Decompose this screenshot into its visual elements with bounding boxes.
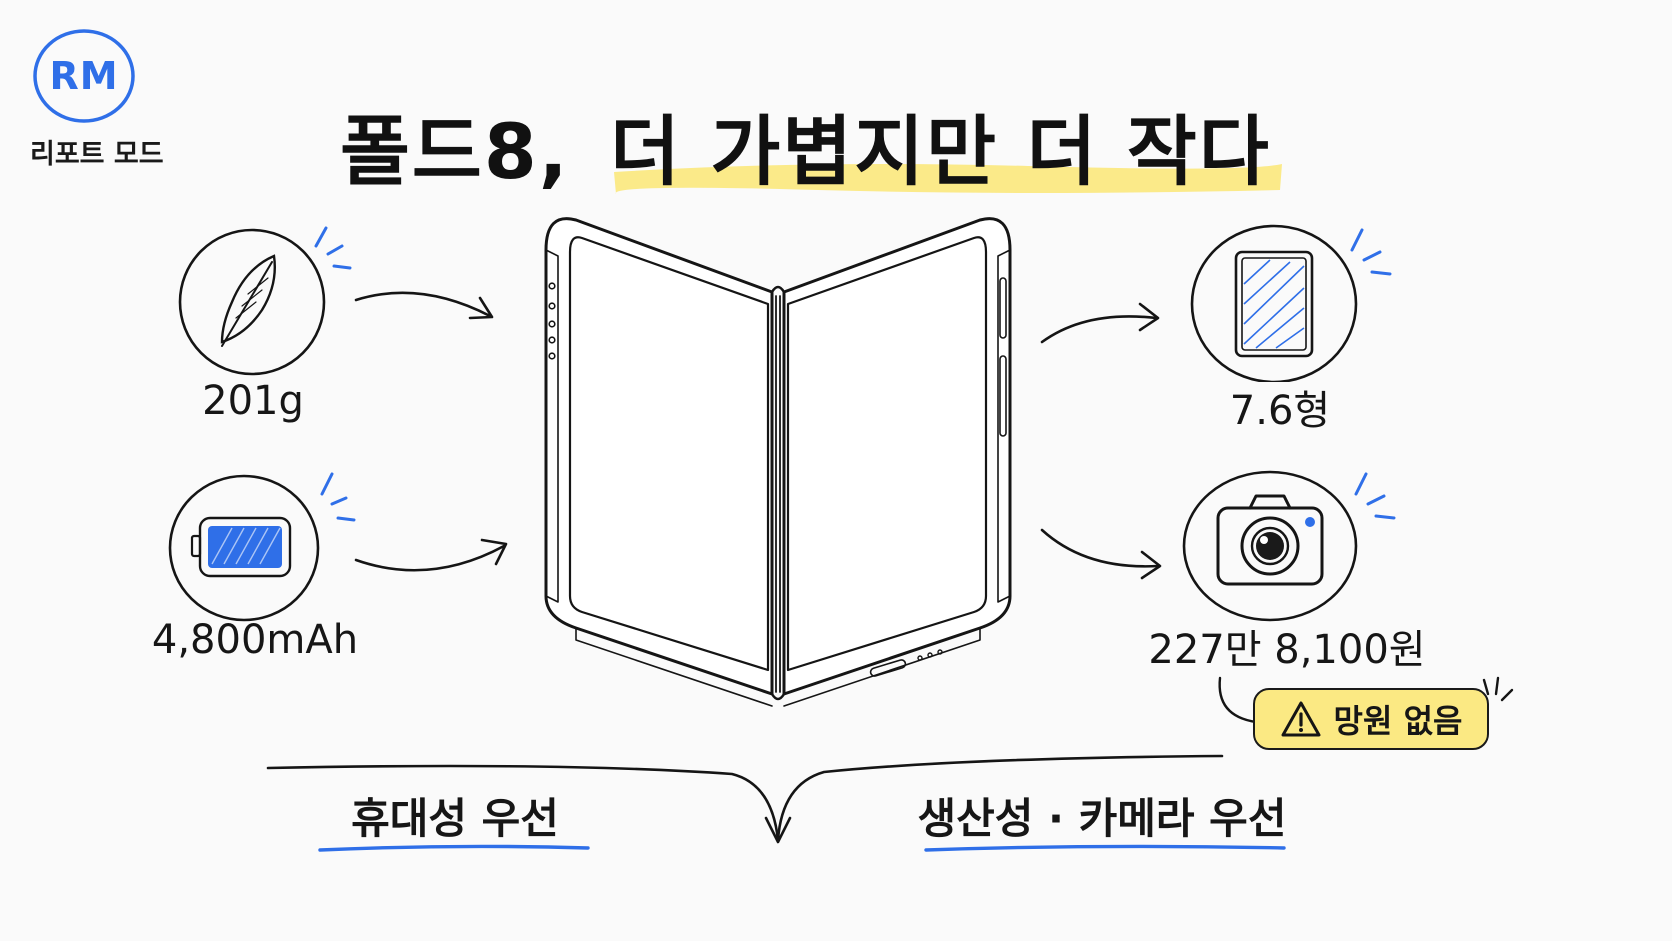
page-title: 폴드8, 더 가볍지만 더 작다 <box>340 72 1340 202</box>
warning-badge: 망원 없음 <box>1253 688 1489 750</box>
feather-icon <box>178 226 352 376</box>
productivity-camera-label: 생산성 · 카메라 우선 <box>917 794 1287 843</box>
warning-connector <box>1218 676 1514 724</box>
logo-text: RM <box>49 54 119 98</box>
weight-value: 201g <box>202 378 304 424</box>
battery-icon <box>168 472 356 622</box>
price-value: 227만 8,100원 <box>1148 627 1426 673</box>
arrow-battery <box>354 538 508 572</box>
mode-label: 리포트 모드 <box>30 139 164 170</box>
camera-icon <box>1182 470 1396 622</box>
arrow-weight <box>354 291 494 320</box>
logo-circle <box>33 29 135 123</box>
warning-triangle-icon <box>1281 701 1321 737</box>
foldable-phone-illustration <box>544 217 1012 707</box>
arrow-camera <box>1040 528 1162 580</box>
warning-text: 망원 없음 <box>1333 702 1463 740</box>
battery-value: 4,800mAh <box>151 617 359 663</box>
underline-right <box>924 844 1286 852</box>
portability-label: 휴대성 우선 <box>351 794 559 843</box>
title-highlight <box>614 164 1282 194</box>
underline-left <box>318 844 590 852</box>
tradeoff-divider <box>266 754 1224 844</box>
report-mode-badge: RM 리포트 모드 <box>30 28 188 178</box>
screen-size-value: 7.6형 <box>1229 388 1331 434</box>
title-plain: 폴드8, <box>340 107 570 196</box>
arrow-screen <box>1040 302 1160 344</box>
title-highlighted: 더 가볍지만 더 작다 <box>610 107 1271 196</box>
tablet-icon <box>1190 224 1392 382</box>
